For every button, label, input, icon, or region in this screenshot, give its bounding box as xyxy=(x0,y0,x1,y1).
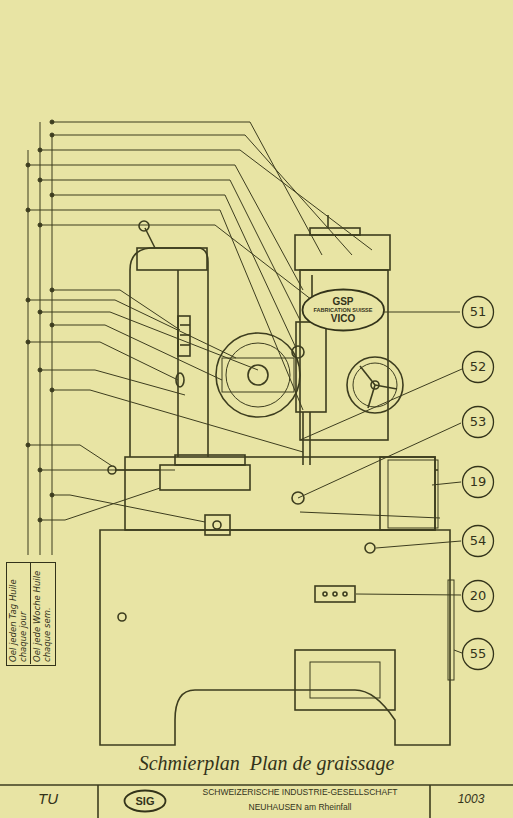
callout-number: 52 xyxy=(470,360,487,374)
leader-line xyxy=(298,423,461,498)
junction-dot xyxy=(38,468,42,472)
drawing-code: TU xyxy=(8,790,88,807)
junction-dot xyxy=(26,163,30,167)
outline xyxy=(463,407,494,438)
leader-line xyxy=(40,470,175,471)
lubrication-key: Oel jeden Tag Huile chaque jourOel jede … xyxy=(6,562,56,666)
junction-dot xyxy=(26,208,30,212)
callout-number: 54 xyxy=(470,534,487,548)
leader-line xyxy=(52,135,53,555)
leader-line xyxy=(432,482,461,485)
junction-dot xyxy=(50,288,54,292)
badge-text: FABRICATION SUISSE xyxy=(314,307,373,313)
callout-number: 51 xyxy=(470,305,487,319)
callout-circle: 20 xyxy=(461,579,495,613)
outline xyxy=(125,791,166,812)
junction-dot xyxy=(50,193,54,197)
callout-circle: 55 xyxy=(461,637,495,671)
callout-number: 20 xyxy=(470,589,487,603)
maker-badge: GSPFABRICATION SUISSEVICO xyxy=(301,288,386,332)
outline xyxy=(463,639,494,670)
company-location: NEUHAUSEN am Rheinfall xyxy=(175,802,425,812)
junction-dot xyxy=(38,223,42,227)
junction-dot xyxy=(50,120,54,124)
callout-circle: 19 xyxy=(461,465,495,499)
company-name: SCHWEIZERISCHE INDUSTRIE-GESELLSCHAFT xyxy=(175,787,425,797)
leader-line xyxy=(40,225,312,300)
leader-line xyxy=(300,369,462,440)
junction-dot xyxy=(38,310,42,314)
leader-line xyxy=(28,445,112,466)
junction-dot xyxy=(38,148,42,152)
leader-line xyxy=(376,541,461,548)
callout-circle: 51 xyxy=(461,295,495,329)
leader-line xyxy=(28,342,178,380)
junction-dot xyxy=(50,493,54,497)
leader-line xyxy=(52,390,303,452)
callout-circle: 53 xyxy=(461,405,495,439)
leader-line xyxy=(28,210,303,410)
leader-line xyxy=(40,370,185,395)
junction-dot xyxy=(50,388,54,392)
junction-dot xyxy=(26,298,30,302)
leader-line xyxy=(40,180,300,320)
leader-line xyxy=(40,488,160,520)
callout-circle: 54 xyxy=(461,524,495,558)
lubrication-interval: Oel jede Woche Huile chaque sem. xyxy=(31,563,55,664)
junction-dot xyxy=(26,340,30,344)
outline xyxy=(463,352,494,383)
leader-line xyxy=(52,325,222,380)
leader-line xyxy=(356,594,461,595)
outline xyxy=(463,526,494,557)
junction-dot xyxy=(38,518,42,522)
company-logo: SIG xyxy=(123,789,167,813)
outline xyxy=(463,297,494,328)
drawing-number: 1003 xyxy=(436,792,506,806)
lubrication-interval: Oel jeden Tag Huile chaque jour xyxy=(7,563,31,664)
drawing-title: Schmierplan Plan de graissage xyxy=(0,752,513,775)
callout-number: 55 xyxy=(470,647,487,661)
badge-text: GSP xyxy=(332,296,353,307)
leader-line xyxy=(454,650,462,653)
junction-dot xyxy=(38,368,42,372)
leader-line xyxy=(40,312,258,370)
badge-text: VICO xyxy=(331,313,355,324)
callout-circle: 52 xyxy=(461,350,495,384)
callout-number: 19 xyxy=(470,475,487,489)
outline xyxy=(302,290,384,331)
leader-line xyxy=(372,312,460,313)
outline xyxy=(463,581,494,612)
leader-line xyxy=(52,122,322,255)
junction-dot xyxy=(50,133,54,137)
junction-dot xyxy=(50,323,54,327)
junction-dot xyxy=(38,178,42,182)
leader-line xyxy=(40,122,41,555)
callout-number: 53 xyxy=(470,415,487,429)
leader-line xyxy=(52,290,180,330)
junction-dot xyxy=(26,443,30,447)
logo-text: SIG xyxy=(136,795,155,807)
leader-line xyxy=(28,165,303,290)
outline xyxy=(463,467,494,498)
